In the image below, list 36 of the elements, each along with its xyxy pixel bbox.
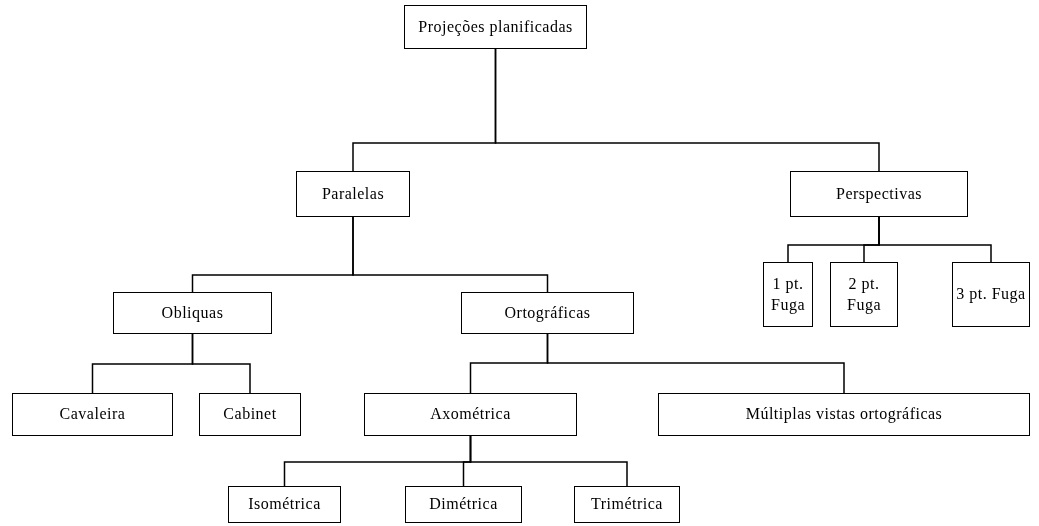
category-box [228,486,341,523]
category-label: Cabinet [223,404,277,425]
category-label: Obliquas [161,302,224,324]
category-label: Axométrica [430,404,511,425]
category-label: 2 pt. Fuga [846,273,882,316]
category-box [763,262,813,327]
category-box [830,262,898,327]
category-label: Múltiplas vistas ortográficas [745,404,943,425]
connector-line [494,48,880,172]
category-box [574,486,680,523]
connector-line [878,216,992,263]
category-label: Projeções planificadas [418,16,573,38]
category-box [405,486,522,523]
category-box [12,393,173,436]
connector-line [352,216,549,293]
category-box [113,292,272,334]
category-label: Ortográficas [504,302,591,324]
category-box [658,393,1030,436]
category-label: Trimétrica [591,494,663,515]
category-box [790,171,968,217]
connector-line [546,333,845,394]
category-label: Paralelas [321,183,385,204]
category-label: 1 pt. Fuga [770,273,806,316]
category-label: Cavaleira [59,404,126,425]
category-box [461,292,634,334]
category-box [952,262,1030,327]
category-box [364,393,577,436]
category-label: Isométrica [248,494,321,515]
category-box [404,5,587,49]
category-label: Dimétrica [429,494,498,515]
connector-line [469,435,628,487]
connector-line [191,333,251,394]
category-label: 3 pt. Fuga [956,284,1026,305]
category-box [296,171,410,217]
category-box [199,393,301,436]
category-label: Perspectivas [836,183,922,205]
